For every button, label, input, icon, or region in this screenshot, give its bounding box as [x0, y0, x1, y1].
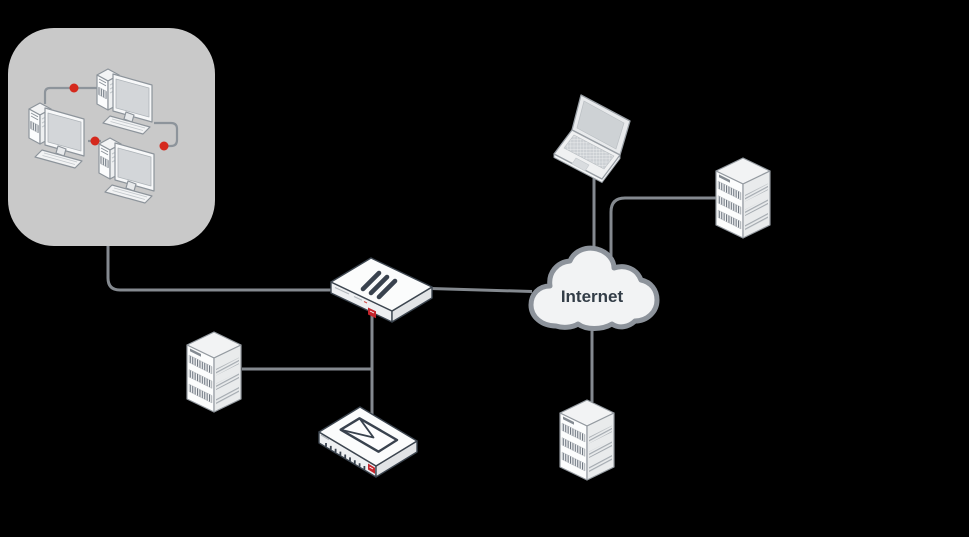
- mail-envelope-icon: [339, 417, 399, 453]
- lan-node-dots: [69, 83, 169, 151]
- server-bottom: [559, 399, 615, 481]
- firewall-front-text: [334, 287, 363, 301]
- mail-appliance: [318, 406, 418, 478]
- wire-firewall-internet: [430, 287, 533, 293]
- mail-front-text: [320, 434, 330, 441]
- laptop-trackpad: [571, 157, 590, 172]
- laptop-keyboard: [563, 134, 615, 170]
- firewall-slashes-icon: [360, 270, 398, 300]
- cloud-icon: [528, 245, 660, 331]
- lan-network: [28, 68, 179, 204]
- wires: [106, 170, 716, 414]
- wire-lan-firewall: [106, 246, 332, 292]
- server-right: [715, 157, 771, 239]
- server-left: [186, 331, 242, 413]
- internet-label: Internet: [561, 287, 624, 306]
- lan-zone: [8, 28, 215, 246]
- mail-front-vents: [325, 443, 366, 470]
- laptop: [553, 94, 631, 184]
- firewall-appliance: [330, 257, 433, 323]
- mail-brand-logo: [368, 463, 375, 474]
- internet-cloud: Internet: [528, 245, 660, 331]
- wire-serverright-internet: [609, 196, 716, 256]
- firewall-brand-logo: [368, 307, 376, 319]
